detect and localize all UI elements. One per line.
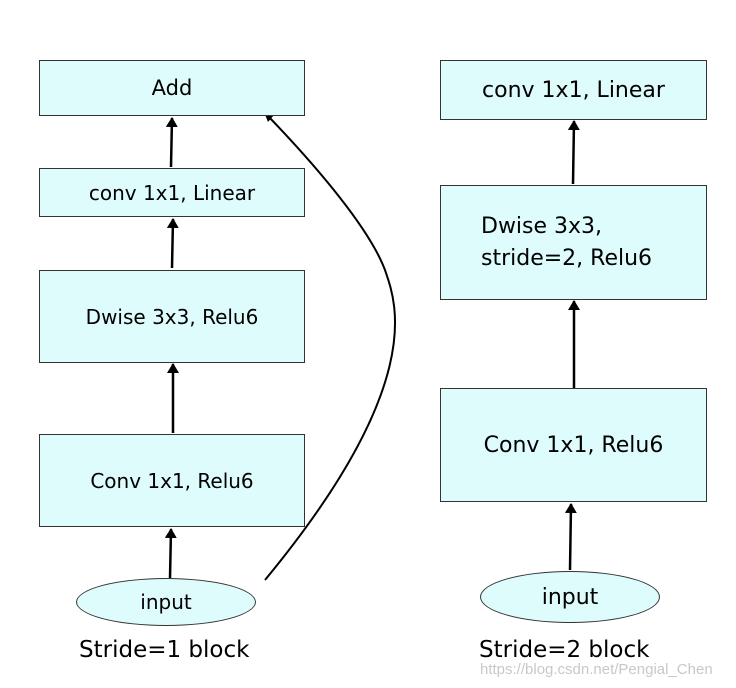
dwise-label-right-line2: stride=2, Relu6 [481,245,653,271]
conv-linear-label-right: conv 1x1, Linear [482,77,665,103]
arrow-linear-to-add [165,117,178,168]
arrow-input-to-conv [164,528,177,579]
conv-relu-label-right: Conv 1x1, Relu6 [483,432,664,458]
conv-relu-label-left: Conv 1x1, Relu6 [90,468,254,493]
input-label-left: input [140,590,192,614]
conv-linear-node-left: conv 1x1, Linear [39,168,305,217]
arrow-right-input-to-conv [564,503,577,571]
caption-stride-2: Stride=2 block [479,637,650,663]
input-label-right: input [541,584,599,610]
arrow-dwise-to-linear [166,218,179,269]
conv-linear-node-right: conv 1x1, Linear [440,60,707,120]
dwise-label-right-line1: Dwise 3x3, [481,213,603,239]
caption-stride-1: Stride=1 block [79,637,250,663]
input-node-right: input [480,571,660,623]
watermark: https://blog.csdn.net/Pengial_Chen [480,661,713,678]
arrow-right-dwise-to-linear [567,120,580,185]
skip-connection-curve [264,115,397,581]
dwise-node-left: Dwise 3x3, Relu6 [39,270,305,363]
dwise-node-right: Dwise 3x3, stride=2, Relu6 [440,185,707,300]
dwise-label-left: Dwise 3x3, Relu6 [85,304,259,329]
input-node-left: input [76,578,256,626]
conv-relu-node-left: Conv 1x1, Relu6 [39,434,305,527]
add-label: Add [151,76,193,100]
conv-linear-label-left: conv 1x1, Linear [88,180,256,205]
conv-relu-node-right: Conv 1x1, Relu6 [440,388,707,502]
add-node: Add [39,60,305,116]
